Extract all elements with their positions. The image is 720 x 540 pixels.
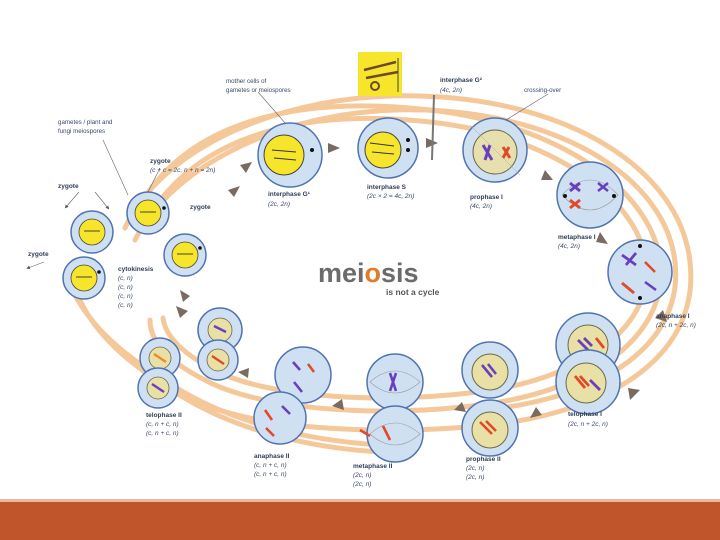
note-mother-cells-line2: gametes or meiospores [226,87,291,94]
cell-interphase-g1 [257,122,323,188]
footer-bar [0,502,720,540]
cell-interphase-s [357,117,419,179]
formula-cytokinesis-1: (c, n) [118,275,133,282]
formula-metaphase-2-1: (2c, n) [353,472,371,479]
label-anaphase-2: anaphase II [254,453,290,460]
label-metaphase-1: metaphase I [558,234,596,241]
formula-telophase-2-2: (c, n + c, n) [146,430,179,437]
label-zygote-far: zygote [28,251,49,258]
label-interphase-g1: interphase G¹ [268,191,310,198]
cell-metaphase-2 [359,353,424,463]
formula-zygote-top: (c + c = 2c, n + n = 2n) [150,167,215,174]
label-interphase-g2: interphase G² [440,77,483,84]
footer-divider [0,499,720,502]
label-telophase-1: telophase I [568,411,602,418]
cell-telophase-1 [555,312,621,415]
pathway-bands [67,93,694,455]
label-prophase-2: prophase II [466,456,501,463]
formula-interphase-s: (2c × 2 = 4c, 2n) [367,193,414,200]
formula-anaphase-2-2: (c, n + c, n) [254,471,287,478]
label-zygote-left: zygote [58,183,79,190]
crossing-over-inset [358,52,435,161]
label-metaphase-2: metaphase II [353,463,393,470]
label-zygote-top: zygote [150,158,171,165]
label-zygote-mid: zygote [190,204,211,211]
formula-prophase-2-1: (2c, n) [466,465,484,472]
cell-telophase-2 [137,307,243,409]
diagram-title: meiosis [318,258,419,288]
cell-anaphase-2 [253,346,332,445]
path-arrows [176,138,667,418]
formula-cytokinesis-3: (c, n) [118,293,133,300]
note-gametes-line1: gametes / plant and [58,119,113,126]
formula-cytokinesis-2: (c, n) [118,284,133,291]
label-cytokinesis: cytokinesis [118,266,154,273]
cell-metaphase-1 [556,161,624,229]
formula-interphase-g1: (2c, 2n) [268,201,290,208]
formula-cytokinesis-4: (c, n) [118,302,133,309]
formula-anaphase-2-1: (c, n + c, n) [254,462,287,469]
formula-prophase-2-2: (2c, n) [466,474,484,481]
pointer-lines [26,91,549,270]
cell-zygote-top [126,191,170,235]
cell-anaphase-1 [607,239,673,305]
diagram-subtitle: is not a cycle [386,287,440,297]
cell-prophase-2 [461,341,519,457]
note-crossing-over: crossing-over [524,87,561,94]
cell-zygote-far [62,256,106,300]
label-anaphase-1: anaphase I [656,313,690,320]
formula-telophase-1: (2c, n + 2c, n) [568,421,608,428]
label-telophase-2: telophase II [146,412,182,419]
formula-prophase-1: (4c, 2n) [470,203,492,210]
note-mother-cells-line1: mother cells of [226,78,267,85]
formula-interphase-g2: (4c, 2n) [440,87,462,94]
cell-zygote-left [70,210,114,254]
formula-anaphase-1: (2c, n + 2c, n) [656,322,696,329]
note-gametes-line2: fungi meiospores [58,128,105,135]
formula-telophase-2-1: (c, n + c, n) [146,421,179,428]
cell-prophase-1 [462,117,528,183]
label-interphase-s: interphase S [367,184,407,191]
label-prophase-1: prophase I [470,194,503,201]
formula-metaphase-2-2: (2c, n) [353,481,371,488]
cell-zygote-mid [163,233,207,277]
formula-metaphase-1: (4c, 2n) [558,243,580,250]
